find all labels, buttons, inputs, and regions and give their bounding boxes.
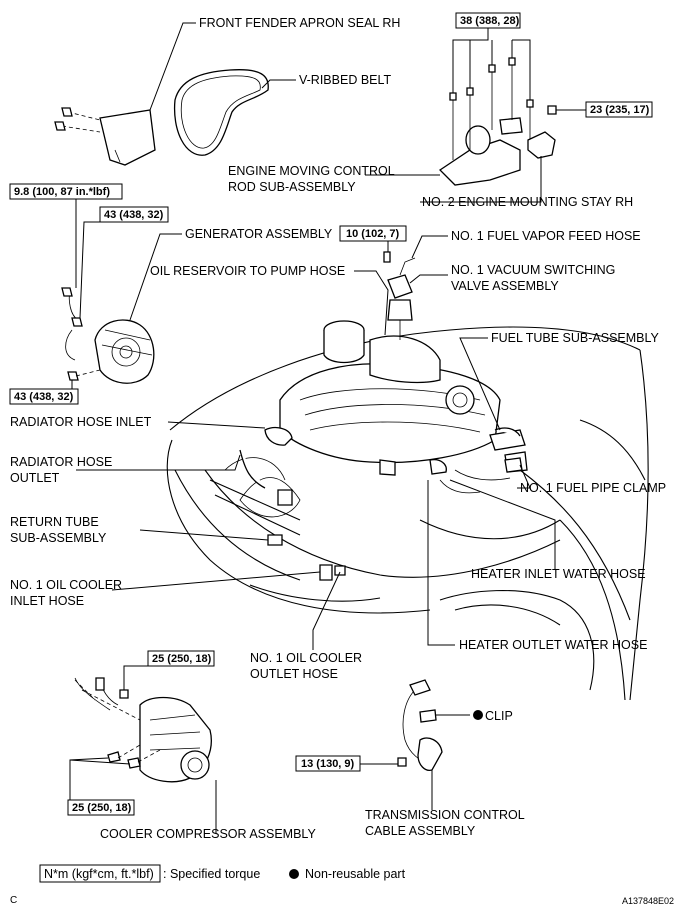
label-heater-outlet-water-hose: HEATER OUTLET WATER HOSE xyxy=(459,638,647,652)
label-no1-oil-cooler-inlet-2: INLET HOSE xyxy=(10,594,84,608)
leader-lines xyxy=(48,22,586,834)
label-radiator-hose-outlet-2: OUTLET xyxy=(10,471,60,485)
label-no1-oil-cooler-outlet-2: OUTLET HOSE xyxy=(250,667,338,681)
legend: N*m (kgf*cm, ft.*lbf) : Specified torque… xyxy=(39,864,406,883)
torque-box-23 xyxy=(585,101,653,118)
label-engine-moving-control-2: ROD SUB-ASSEMBLY xyxy=(228,180,356,194)
torque-box-10 xyxy=(339,225,407,242)
label-no1-oil-cooler-outlet-1: NO. 1 OIL COOLER xyxy=(250,651,362,665)
label-no1-fuel-vapor-feed-hose: NO. 1 FUEL VAPOR FEED HOSE xyxy=(451,229,641,243)
non-reusable-marker-icon xyxy=(473,710,483,720)
part-labels: FRONT FENDER APRON SEAL RH V-RIBBED BELT… xyxy=(10,16,666,841)
fuel-tube-sub-assembly xyxy=(494,427,523,473)
label-generator-assembly: GENERATOR ASSEMBLY xyxy=(185,227,333,241)
torque-text-13: 13 (130, 9) xyxy=(301,758,355,770)
engine-moving-control-rod xyxy=(438,57,534,186)
torque-box-25-bottom xyxy=(67,799,135,816)
torque-text-9-8: 9.8 (100, 87 in.*lbf) xyxy=(14,186,110,198)
label-oil-reservoir-to-pump-hose: OIL RESERVOIR TO PUMP HOSE xyxy=(150,264,345,278)
torque-text-10: 10 (102, 7) xyxy=(346,228,400,240)
cooler-compressor-assembly xyxy=(74,677,212,783)
label-no1-vacuum-switching-1: NO. 1 VACUUM SWITCHING xyxy=(451,263,615,277)
torque-text-23: 23 (235, 17) xyxy=(590,104,650,116)
label-heater-inlet-water-hose: HEATER INLET WATER HOSE xyxy=(471,567,646,581)
torque-text-43-bottom: 43 (438, 32) xyxy=(14,391,74,403)
torque-text-25-bottom: 25 (250, 18) xyxy=(72,802,132,814)
label-front-fender-apron-seal: FRONT FENDER APRON SEAL RH xyxy=(199,16,400,30)
label-clip: CLIP xyxy=(485,709,513,723)
label-transmission-control-1: TRANSMISSION CONTROL xyxy=(365,808,525,822)
label-no1-vacuum-switching-2: VALVE ASSEMBLY xyxy=(451,279,559,293)
label-transmission-control-2: CABLE ASSEMBLY xyxy=(365,824,476,838)
engine-mounting-stay xyxy=(527,105,557,159)
label-fuel-tube-sub-assembly: FUEL TUBE SUB-ASSEMBLY xyxy=(491,331,660,345)
label-v-ribbed-belt: V-RIBBED BELT xyxy=(299,73,392,87)
torque-text-43-top: 43 (438, 32) xyxy=(104,209,164,221)
figure-id: A137848E02 xyxy=(622,896,674,906)
label-cooler-compressor-assembly: COOLER COMPRESSOR ASSEMBLY xyxy=(100,827,316,841)
label-no1-fuel-pipe-clamp: NO. 1 FUEL PIPE CLAMP xyxy=(520,481,666,495)
torque-box-43-top xyxy=(99,206,169,223)
vehicle-body-outline xyxy=(166,326,649,701)
torque-box-25-top xyxy=(147,650,215,667)
torque-text-38: 38 (388, 28) xyxy=(460,15,520,27)
torque-box-9-8 xyxy=(9,183,123,200)
legend-non-reusable-text: Non-reusable part xyxy=(305,867,406,881)
torque-spec-boxes: 38 (388, 28) 23 (235, 17) 9.8 (100, 87 i… xyxy=(9,12,653,816)
label-engine-moving-control-1: ENGINE MOVING CONTROL xyxy=(228,164,395,178)
vacuum-switching-valve xyxy=(383,251,416,299)
label-radiator-hose-outlet-1: RADIATOR HOSE xyxy=(10,455,112,469)
torque-box-38 xyxy=(455,12,521,29)
label-return-tube-2: SUB-ASSEMBLY xyxy=(10,531,107,545)
legend-torque-unit: N*m (kgf*cm, ft.*lbf) xyxy=(44,867,154,881)
transmission-control-cable xyxy=(397,679,443,771)
legend-torque-desc: : Specified torque xyxy=(163,867,260,881)
label-radiator-hose-inlet: RADIATOR HOSE INLET xyxy=(10,415,152,429)
v-ribbed-belt xyxy=(173,69,269,156)
front-fender-apron-seal xyxy=(54,107,156,166)
generator-assembly xyxy=(61,287,155,384)
torque-box-43-bottom xyxy=(9,388,79,405)
engine-assembly xyxy=(239,299,528,581)
legend-non-reusable-icon xyxy=(289,869,299,879)
label-return-tube-1: RETURN TUBE xyxy=(10,515,99,529)
legend-torque-box xyxy=(39,864,161,883)
corner-letter: C xyxy=(10,895,17,906)
torque-text-25-top: 25 (250, 18) xyxy=(152,653,212,665)
label-no1-oil-cooler-inlet-1: NO. 1 OIL COOLER xyxy=(10,578,122,592)
torque-box-13 xyxy=(295,755,361,772)
label-no2-engine-mounting-stay: NO. 2 ENGINE MOUNTING STAY RH xyxy=(422,195,633,209)
